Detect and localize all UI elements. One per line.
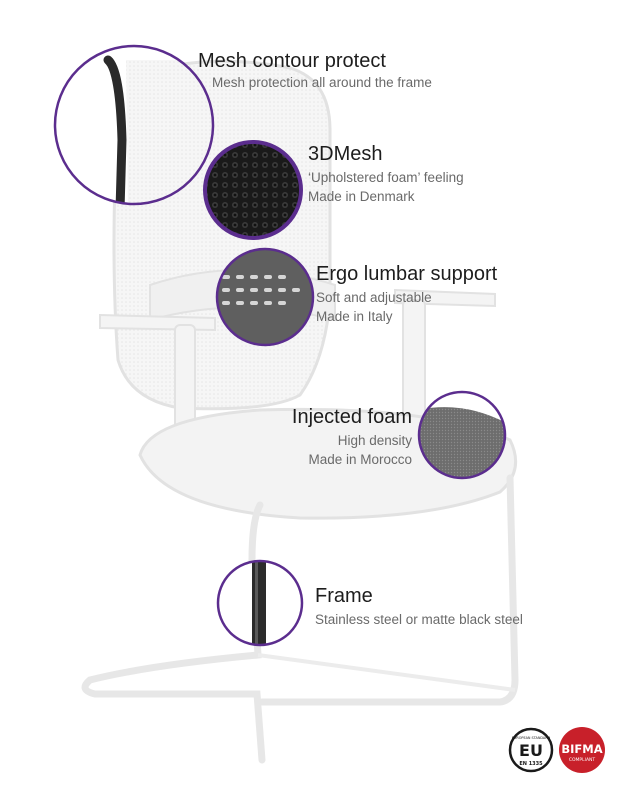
feature-line: Made in Italy	[316, 309, 393, 324]
feature-line: Soft and adjustable	[316, 290, 432, 305]
eu-badge-label: EU	[519, 741, 543, 760]
bifma-badge-label: BIFMA	[561, 742, 602, 756]
feature-title: 3DMesh	[308, 143, 383, 165]
feature-ergo-lumbar: Ergo lumbar support Soft and adjustable …	[316, 262, 497, 326]
feature-line: ‘Upholstered foam’ feeling	[308, 170, 464, 185]
feature-line: Stainless steel or matte black steel	[315, 612, 523, 627]
injected-foam-ring	[417, 390, 507, 480]
lumbar-ring	[215, 247, 315, 347]
feature-injected-foam: Injected foam High density Made in Moroc…	[292, 405, 412, 469]
feature-title: Ergo lumbar support	[316, 263, 498, 285]
feature-3dmesh: 3DMesh ‘Upholstered foam’ feeling Made i…	[308, 142, 464, 206]
feature-title: Frame	[315, 585, 373, 607]
bifma-badge-sub: COMPLIANT	[569, 757, 596, 763]
feature-line: High density	[337, 433, 412, 448]
feature-line: Mesh protection all around the frame	[212, 75, 432, 90]
injected-foam-detail	[419, 392, 505, 478]
frame-ring	[216, 559, 304, 647]
eu-badge-top-text: EUROPEAN STANDARD	[512, 736, 551, 740]
bifma-compliant-badge-icon: BIFMA COMPLIANT	[559, 727, 605, 773]
feature-line: Made in Morocco	[308, 452, 412, 467]
feature-frame: Frame Stainless steel or matte black ste…	[315, 584, 523, 629]
mesh-contour-detail	[55, 46, 213, 204]
frame-detail	[218, 561, 302, 645]
feature-title: Mesh contour protect	[198, 50, 386, 72]
3dmesh-ring	[203, 140, 303, 240]
feature-title: Injected foam	[291, 406, 412, 428]
lumbar-detail	[217, 249, 313, 345]
feature-mesh-contour: Mesh contour protect Mesh protection all…	[198, 49, 432, 92]
feature-line: Made in Denmark	[308, 189, 415, 204]
eu-badge-code: EN 1335	[519, 761, 543, 767]
3dmesh-detail	[205, 142, 301, 238]
mesh-contour-ring	[53, 44, 215, 206]
eu-en1335-badge-icon: EUROPEAN STANDARD EU EN 1335	[508, 727, 554, 773]
